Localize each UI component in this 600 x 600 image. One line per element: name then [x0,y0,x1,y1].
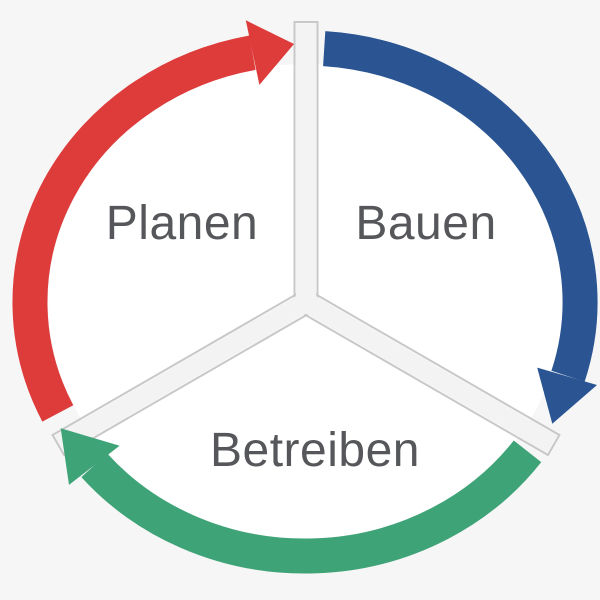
betreiben-arrow-arc [81,440,542,574]
bauen-arrow-arc [323,31,598,382]
planen-arrowhead [245,20,294,85]
label-betreiben: Betreiben [210,424,420,477]
betreiben-arrowhead [60,428,120,485]
divider-top-fill [296,24,316,314]
divider-lower-right-fill [290,287,557,453]
label-planen: Planen [105,197,259,250]
label-bauen: Bauen [355,197,497,250]
divider-lower-left-fill [55,287,322,453]
bauen-arrowhead [537,367,597,424]
planen-arrow-arc [12,35,256,422]
divider-fills [55,24,557,453]
